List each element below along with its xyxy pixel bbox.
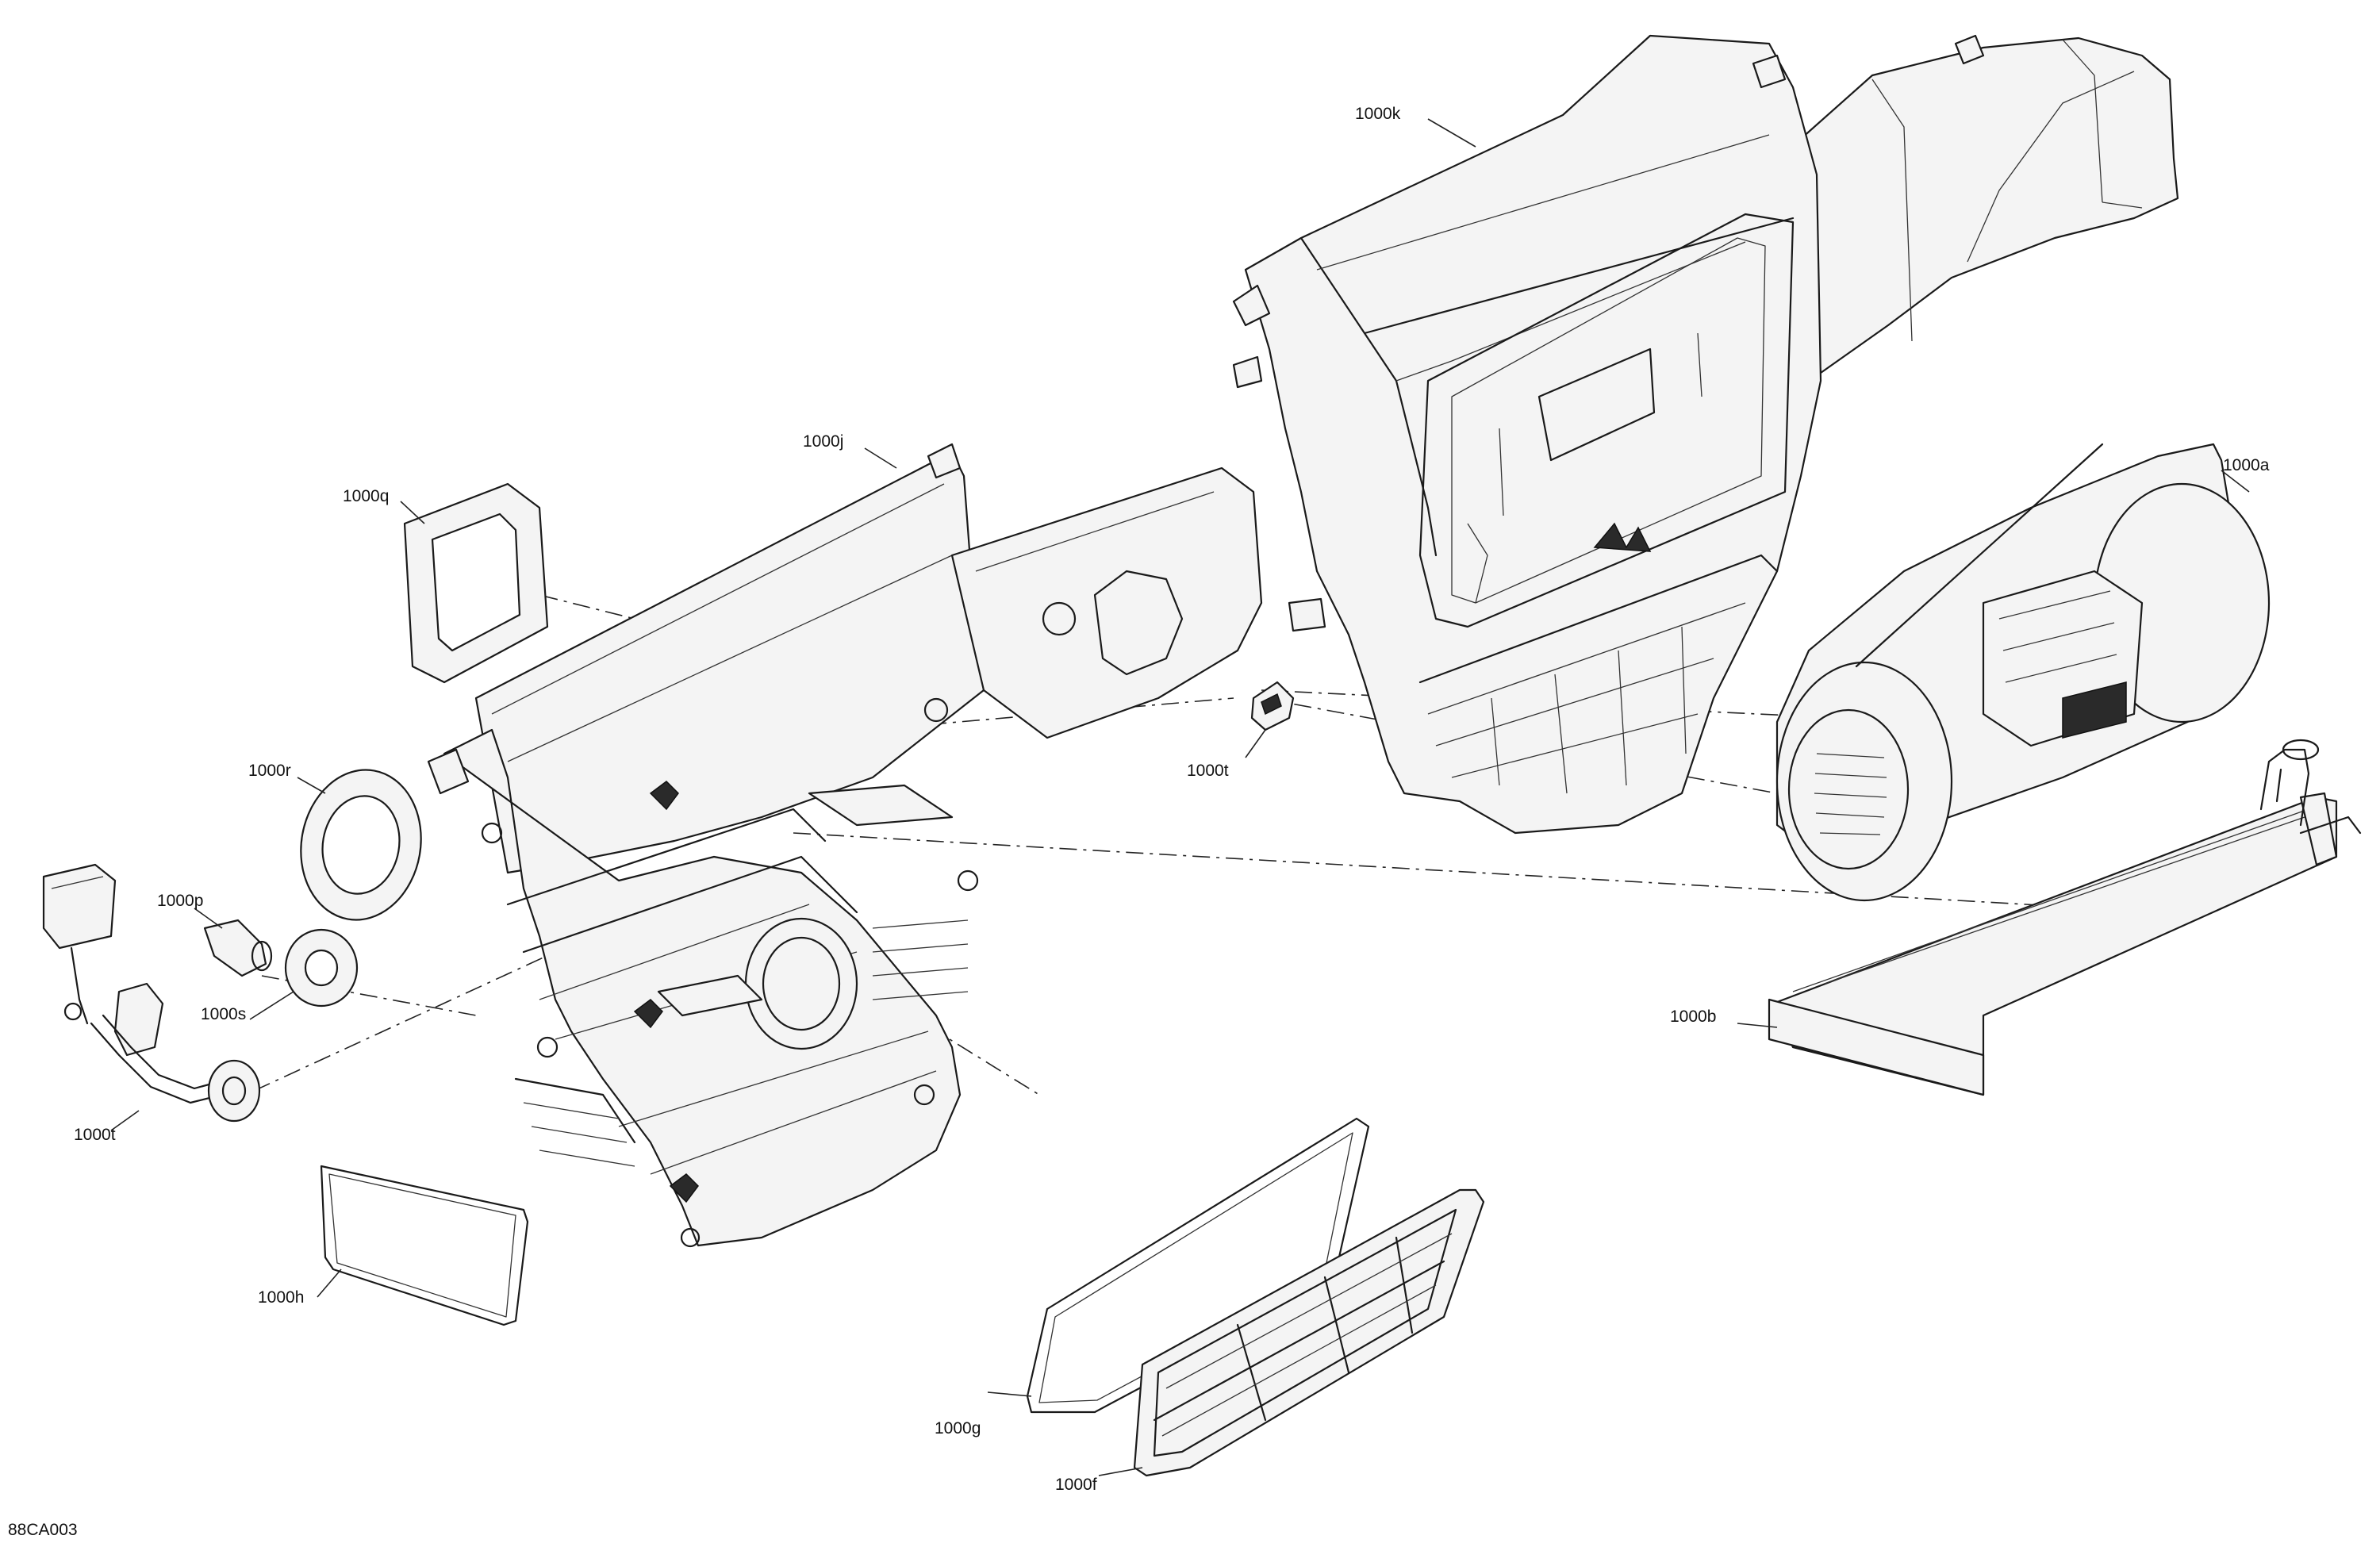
upper-housing bbox=[1232, 34, 2179, 835]
callout-1000t-center: 1000t bbox=[1187, 762, 1229, 780]
callout-1000h: 1000h bbox=[258, 1288, 304, 1307]
frame-seal bbox=[403, 482, 549, 684]
grille bbox=[1133, 1188, 1485, 1477]
callout-1000g: 1000g bbox=[935, 1419, 981, 1437]
callout-1000f: 1000f bbox=[1055, 1476, 1097, 1494]
leader-lines bbox=[110, 118, 2250, 1476]
round-seal bbox=[300, 769, 422, 921]
wiring-harness bbox=[42, 863, 261, 1123]
gasket bbox=[320, 1165, 529, 1326]
plug bbox=[203, 919, 273, 977]
callout-1000s: 1000s bbox=[201, 1005, 246, 1023]
heater-core bbox=[1768, 739, 2362, 1096]
figure-id: 88CA003 bbox=[8, 1521, 78, 1539]
grommet bbox=[284, 928, 359, 1008]
callout-1000k: 1000k bbox=[1355, 105, 1401, 123]
callout-1000r: 1000r bbox=[248, 762, 291, 780]
callout-1000a: 1000a bbox=[2223, 456, 2270, 474]
callout-1000q: 1000q bbox=[343, 487, 389, 505]
callout-labels: 1000k 1000j 1000q 1000a 1000r 1000t 1000… bbox=[74, 105, 2270, 1494]
lower-housing bbox=[427, 443, 1263, 1248]
blower-motor bbox=[1775, 443, 2271, 902]
clip bbox=[1250, 681, 1295, 731]
callout-1000p: 1000p bbox=[157, 892, 203, 910]
callout-1000j: 1000j bbox=[803, 432, 843, 451]
callout-1000b: 1000b bbox=[1670, 1008, 1716, 1026]
callout-1000t-left: 1000t bbox=[74, 1126, 116, 1144]
